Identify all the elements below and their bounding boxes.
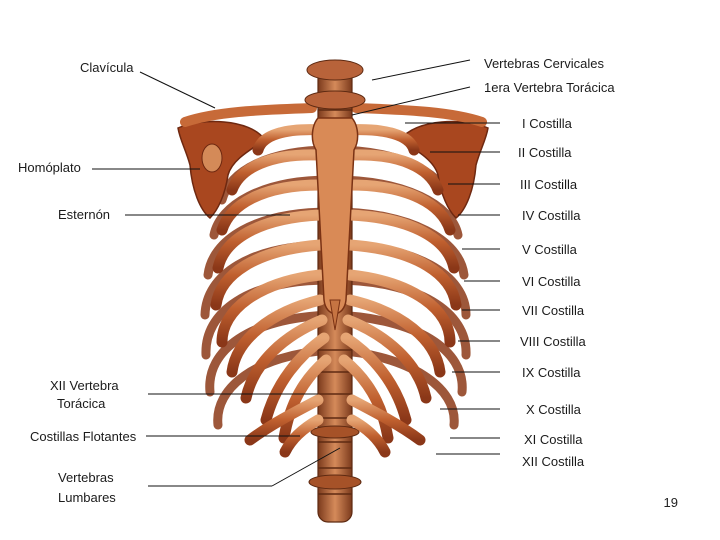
label-costilla-1: I Costilla	[522, 116, 572, 131]
label-costillas-flotantes: Costillas Flotantes	[30, 429, 136, 444]
label-costilla-8: VIII Costilla	[520, 334, 586, 349]
label-costilla-4: IV Costilla	[522, 208, 581, 223]
label-clavicula: Clavícula	[80, 60, 133, 75]
label-homoplato: Homóplato	[18, 160, 81, 175]
label-costilla-6: VI Costilla	[522, 274, 581, 289]
label-vertebras-lumbares-2: Lumbares	[58, 490, 116, 505]
clavicle-left	[185, 108, 312, 122]
label-costilla-3: III Costilla	[520, 177, 577, 192]
label-xii-vertebra: XII Vertebra	[50, 378, 119, 393]
label-costilla-7: VII Costilla	[522, 303, 584, 318]
label-costilla-11: XI Costilla	[524, 432, 583, 447]
label-xii-toracica: Torácica	[57, 396, 105, 411]
page-number: 19	[664, 495, 678, 510]
label-costilla-2: II Costilla	[518, 145, 571, 160]
label-vertebras-cervicales: Vertebras Cervicales	[484, 56, 604, 71]
label-costilla-5: V Costilla	[522, 242, 577, 257]
label-costilla-12: XII Costilla	[522, 454, 584, 469]
label-esternon: Esternón	[58, 207, 110, 222]
label-costilla-10: X Costilla	[526, 402, 581, 417]
label-vertebras-lumbares-1: Vertebras	[58, 470, 114, 485]
clavicle-right	[356, 108, 482, 122]
label-primera-vertebra-toracica: 1era Vertebra Torácica	[484, 80, 615, 95]
label-costilla-9: IX Costilla	[522, 365, 581, 380]
